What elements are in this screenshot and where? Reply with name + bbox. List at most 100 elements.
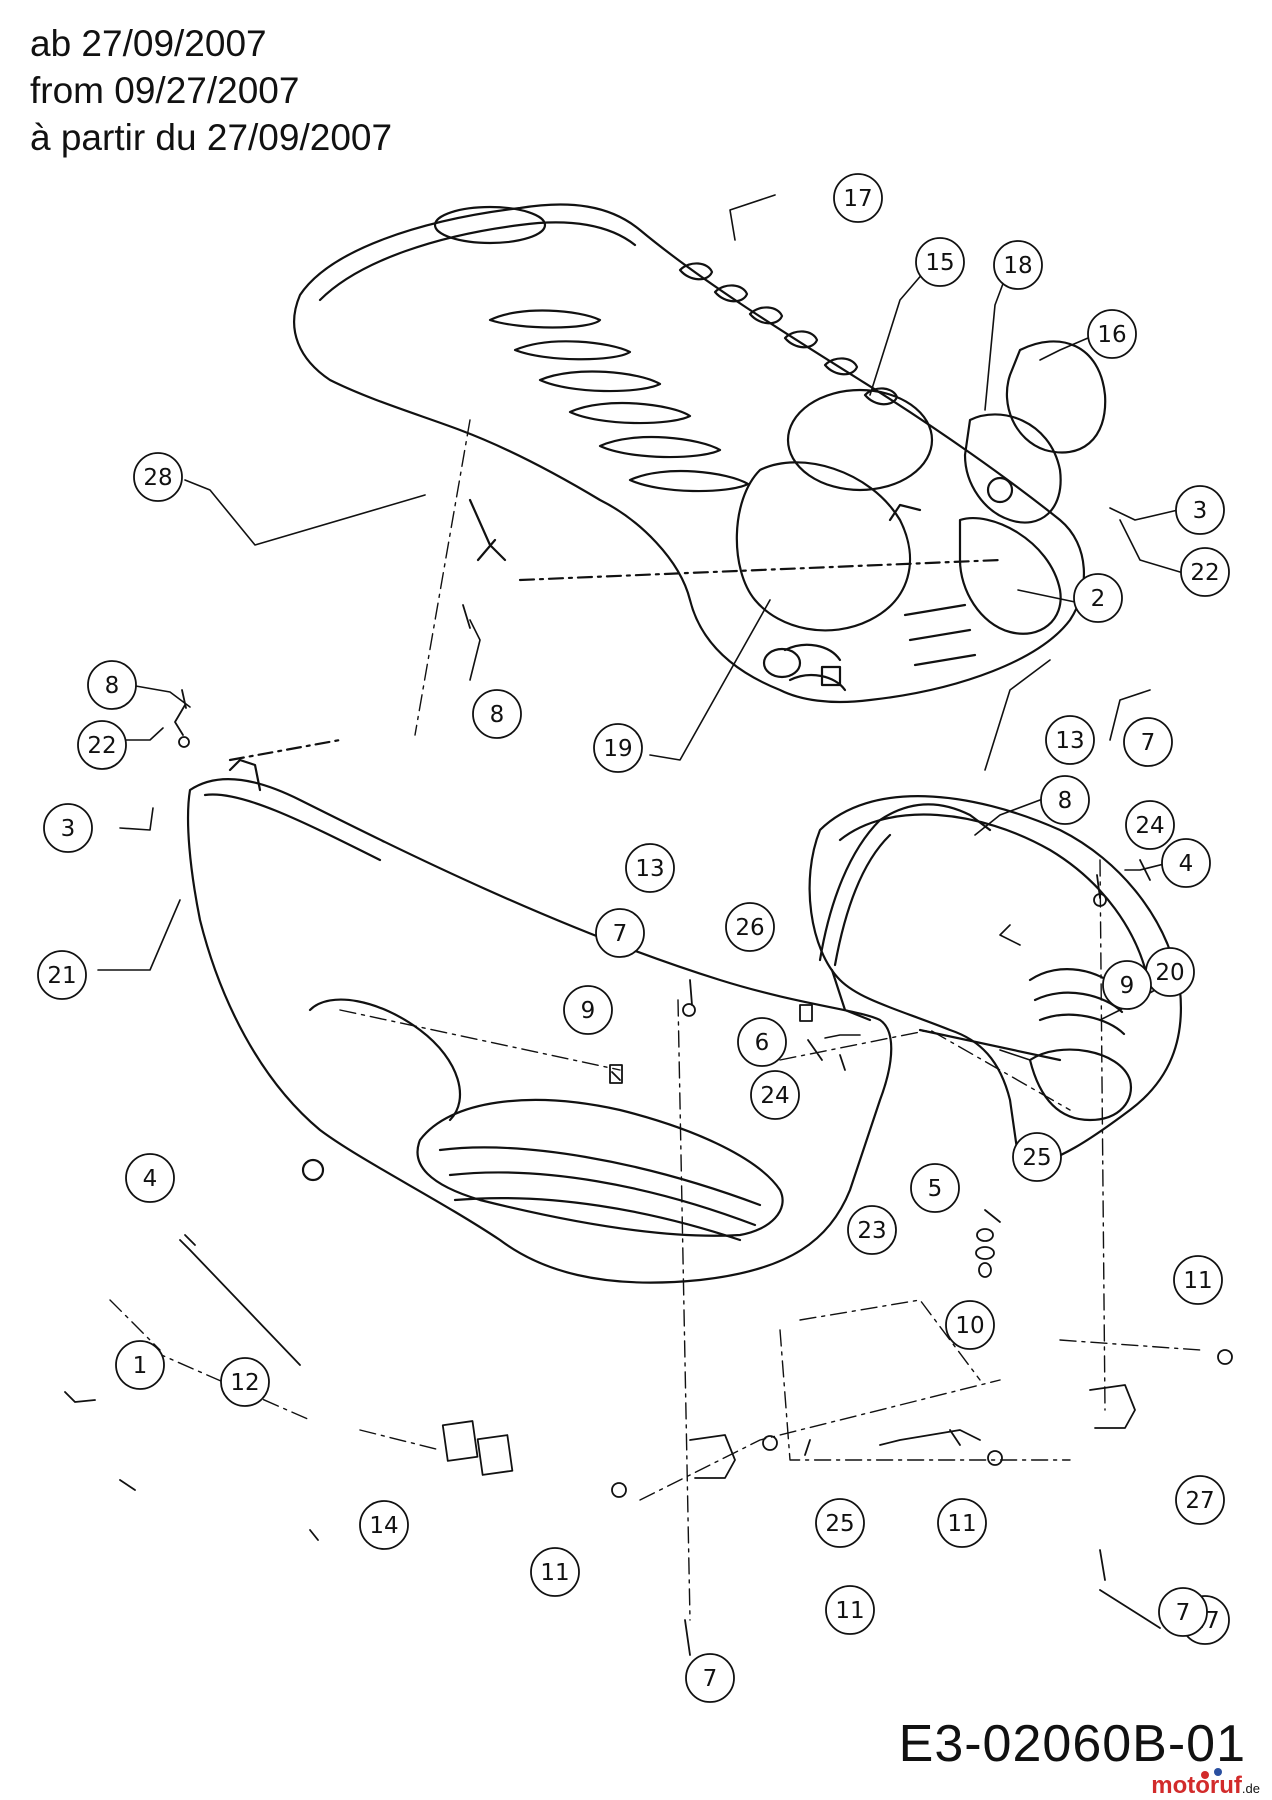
callout-circle — [77, 720, 127, 770]
callout-circle — [115, 1340, 165, 1390]
callout-circle — [1125, 800, 1175, 850]
callout-25: 25 — [1012, 1132, 1062, 1182]
callout-8: 8 — [1040, 775, 1090, 825]
callout-label: 7 — [613, 921, 628, 947]
callout-7: 7 — [685, 1653, 735, 1703]
callout-circle — [87, 660, 137, 710]
callout-label: 22 — [1190, 560, 1219, 586]
callout-17: 17 — [833, 173, 883, 223]
callout-circle — [625, 843, 675, 893]
callout-label: 11 — [947, 1511, 976, 1537]
center-lines — [109, 419, 1201, 1621]
callout-23: 23 — [847, 1205, 897, 1255]
callout-label: 23 — [857, 1218, 886, 1244]
callout-label: 17 — [843, 186, 872, 212]
callout-13: 13 — [625, 843, 675, 893]
callout-circle — [220, 1357, 270, 1407]
callout-label: 13 — [1055, 728, 1084, 754]
callout-label: 8 — [490, 702, 505, 728]
callout-label: 21 — [47, 963, 76, 989]
date-header: ab 27/09/2007 from 09/27/2007 à partir d… — [30, 20, 392, 161]
callout-circle — [1012, 1132, 1062, 1182]
callout-28: 28 — [133, 452, 183, 502]
callout-27: 27 — [1175, 1475, 1225, 1525]
date-line-de: ab 27/09/2007 — [30, 23, 267, 64]
date-line-en: from 09/27/2007 — [30, 70, 300, 111]
callout-circle — [1180, 547, 1230, 597]
callout-label: 25 — [1022, 1145, 1051, 1171]
callout-label: 1 — [133, 1353, 148, 1379]
callout-circle — [1175, 485, 1225, 535]
hardware-parts — [64, 604, 1233, 1656]
callout-circle — [1161, 838, 1211, 888]
callout-11: 11 — [937, 1498, 987, 1548]
callout-22: 22 — [77, 720, 127, 770]
brand-name: motoruf — [1151, 1772, 1242, 1799]
callout-15: 15 — [915, 237, 965, 287]
callout-12: 12 — [220, 1357, 270, 1407]
callout-circle — [563, 985, 613, 1035]
callout-circle — [1102, 960, 1152, 1010]
callout-label: 9 — [581, 998, 596, 1024]
callout-2: 2 — [1073, 573, 1123, 623]
brand-mark-icon — [1201, 1768, 1222, 1779]
brand-watermark: motoruf.de — [1151, 1772, 1260, 1800]
callout-circle — [125, 1153, 175, 1203]
callout-circle — [685, 1653, 735, 1703]
callout-label: 8 — [1058, 788, 1073, 814]
side-panel-part — [186, 738, 893, 1284]
callout-10: 10 — [945, 1300, 995, 1350]
callout-9: 9 — [563, 985, 613, 1035]
callout-1: 1 — [115, 1340, 165, 1390]
callout-circle — [1158, 1587, 1208, 1637]
callout-label: 14 — [369, 1513, 398, 1539]
grill-insert-part — [786, 388, 934, 522]
leader-lines — [97, 194, 1181, 1061]
callout-4: 4 — [125, 1153, 175, 1203]
callout-label: 8 — [105, 673, 120, 699]
callout-circle — [1123, 717, 1173, 767]
callout-18: 18 — [993, 240, 1043, 290]
callout-circle — [1045, 715, 1095, 765]
callout-26: 26 — [725, 902, 775, 952]
callout-label: 3 — [61, 816, 76, 842]
callout-circle — [1175, 1475, 1225, 1525]
frame-tube-part — [818, 803, 992, 1022]
callout-circle — [833, 173, 883, 223]
callout-11: 11 — [530, 1547, 580, 1597]
callout-3: 3 — [43, 803, 93, 853]
callout-8: 8 — [87, 660, 137, 710]
callout-circle — [750, 1070, 800, 1120]
callout-label: 2 — [1091, 586, 1106, 612]
callout-label: 22 — [87, 733, 116, 759]
callout-label: 11 — [835, 1598, 864, 1624]
callout-circle — [530, 1547, 580, 1597]
callout-3: 3 — [1175, 485, 1225, 535]
callout-24: 24 — [1125, 800, 1175, 850]
callout-circle — [910, 1163, 960, 1213]
callout-11: 11 — [825, 1585, 875, 1635]
callout-label: 7 — [1141, 730, 1156, 756]
callout-19: 19 — [593, 723, 643, 773]
callout-circle — [133, 452, 183, 502]
callout-label: 16 — [1097, 322, 1126, 348]
callout-label: 12 — [230, 1370, 259, 1396]
callout-7: 7 — [1123, 717, 1173, 767]
callout-9: 9 — [1102, 960, 1152, 1010]
callout-label: 3 — [1193, 498, 1208, 524]
callout-circle — [993, 240, 1043, 290]
callout-circle — [937, 1498, 987, 1548]
callout-8: 8 — [472, 689, 522, 739]
callout-label: 13 — [635, 856, 664, 882]
hood-part — [293, 203, 1086, 704]
callout-circle — [825, 1585, 875, 1635]
callout-circle — [847, 1205, 897, 1255]
callout-circle — [915, 237, 965, 287]
headlight-lens-part — [1005, 340, 1107, 454]
callout-21: 21 — [37, 950, 87, 1000]
callout-14: 14 — [359, 1500, 409, 1550]
callout-circle — [43, 803, 93, 853]
callout-label: 9 — [1120, 973, 1135, 999]
